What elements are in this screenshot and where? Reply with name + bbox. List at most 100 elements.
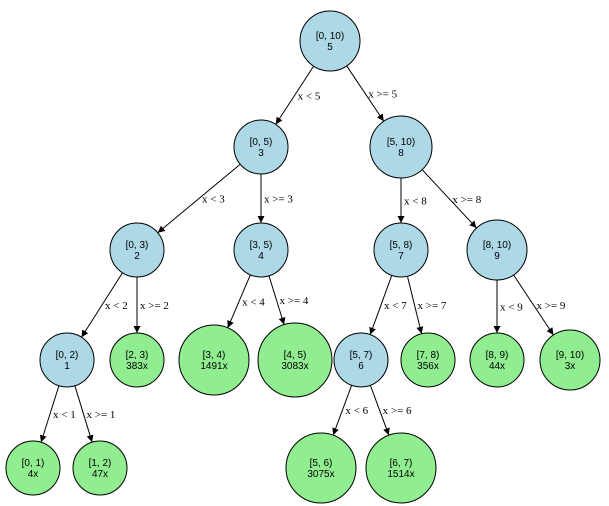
edge-n0-3-to-n2-3: x >= 2: [133, 277, 169, 333]
edge-arrow: [406, 276, 424, 334]
node-split-value: 5: [327, 42, 333, 53]
edge-condition-label: x >= 2: [140, 300, 169, 312]
split-circle: [466, 219, 528, 281]
edge-n0-10-to-n0-5: x < 5: [275, 65, 321, 125]
split-node-n0-2: [0, 2)1: [39, 332, 95, 388]
edge-arrow: [513, 274, 554, 336]
nodes-layer: [0, 10)5[0, 5)3[5, 10)8[0, 3)2[3, 5)4[5,…: [5, 10, 601, 504]
leaf-node-n0-1: [0, 1)4x: [5, 440, 61, 496]
edge-n0-5-to-n0-3: x < 3: [157, 163, 241, 234]
leaf-node-n8-9: [8, 9)44x: [469, 332, 525, 388]
split-circle: [333, 332, 389, 388]
edge-condition-label: x < 7: [384, 300, 407, 312]
split-node-n0-5: [0, 5)3: [233, 119, 289, 175]
split-circle: [299, 10, 361, 72]
edge-condition-label: x < 8: [404, 196, 427, 208]
leaf-node-n6-7: [6, 7)1514x: [365, 432, 437, 504]
edge-n0-2-to-n1-2: x >= 1: [74, 385, 116, 443]
node-interval-label: [1, 2): [89, 458, 112, 469]
leaf-node-n9-10: [9, 10)3x: [539, 329, 601, 391]
leaf-node-n2-3: [2, 3)383x: [109, 332, 165, 388]
edge-arrow: [421, 169, 477, 229]
edge-condition-label: x < 9: [500, 302, 523, 314]
node-count-label: 383x: [126, 361, 148, 372]
leaf-circle: [178, 324, 250, 396]
edge-condition-label: x < 4: [242, 296, 265, 308]
edge-arrow: [346, 65, 385, 122]
split-circle: [109, 222, 165, 278]
edge-condition-label: x < 3: [202, 194, 225, 206]
edge-n0-2-to-n0-1: x < 1: [39, 385, 76, 443]
node-count-label: 44x: [489, 361, 505, 372]
node-count-label: 3x: [565, 361, 576, 372]
split-circle: [369, 115, 433, 179]
edge-n5-7-to-n5-6: x < 6: [332, 385, 369, 436]
edge-n5-8-to-n5-7: x < 7: [369, 275, 407, 335]
node-split-value: 3: [258, 148, 264, 159]
edge-n0-5-to-n3-5: x >= 3: [257, 174, 293, 223]
edge-n5-7-to-n6-7: x >= 6: [369, 385, 412, 436]
split-circle: [373, 222, 429, 278]
edge-n3-5-to-n4-5: x >= 4: [268, 275, 309, 325]
node-interval-label: [0, 2): [56, 350, 79, 361]
node-split-value: 7: [398, 251, 404, 262]
node-interval-label: [0, 5): [250, 137, 273, 148]
edge-condition-label: x >= 7: [418, 300, 447, 312]
leaf-circle: [400, 332, 456, 388]
leaf-circle: [469, 332, 525, 388]
edge-arrow: [369, 275, 393, 335]
node-interval-label: [0, 10): [316, 31, 344, 42]
node-interval-label: [5, 7): [350, 350, 373, 361]
split-node-n0-10: [0, 10)5: [299, 10, 361, 72]
leaf-node-n5-6: [5, 6)3075x: [285, 432, 357, 504]
edge-arrow: [227, 274, 251, 329]
node-interval-label: [0, 1): [22, 458, 45, 469]
edge-arrow: [39, 385, 60, 443]
node-split-value: 2: [134, 251, 140, 262]
split-node-n5-10: [5, 10)8: [369, 115, 433, 179]
node-split-value: 1: [64, 361, 70, 372]
node-count-label: 4x: [28, 469, 39, 480]
edge-arrow: [332, 385, 353, 436]
edge-n5-10-to-n5-8: x < 8: [397, 178, 427, 223]
edge-condition-label: x < 1: [53, 409, 76, 421]
node-count-label: 3075x: [307, 469, 334, 480]
edge-arrow: [81, 272, 123, 338]
split-node-n0-3: [0, 3)2: [109, 222, 165, 278]
node-split-value: 6: [358, 361, 364, 372]
leaf-circle: [109, 332, 165, 388]
node-interval-label: [4, 5): [284, 350, 307, 361]
edge-condition-label: x >= 6: [383, 405, 412, 417]
node-interval-label: [6, 7): [390, 458, 413, 469]
edge-arrow: [74, 385, 94, 443]
leaf-node-n4-5: [4, 5)3083x: [257, 322, 333, 398]
edge-condition-label: x >= 5: [368, 89, 397, 101]
node-count-label: 1491x: [200, 361, 227, 372]
leaf-circle: [5, 440, 61, 496]
edge-n3-5-to-n3-4: x < 4: [227, 274, 265, 329]
leaf-circle: [365, 432, 437, 504]
node-count-label: 3083x: [281, 361, 308, 372]
edge-n8-10-to-n9-10: x >= 9: [513, 274, 566, 336]
node-interval-label: [3, 5): [250, 240, 273, 251]
leaf-circle: [285, 432, 357, 504]
edge-condition-label: x < 2: [105, 300, 128, 312]
leaf-circle: [539, 329, 601, 391]
node-count-label: 356x: [417, 361, 439, 372]
node-count-label: 1514x: [387, 469, 414, 480]
split-node-n5-8: [5, 8)7: [373, 222, 429, 278]
split-circle: [233, 119, 289, 175]
node-interval-label: [9, 10): [556, 350, 584, 361]
edge-condition-label: x >= 4: [280, 295, 309, 307]
edge-n8-10-to-n8-9: x < 9: [493, 280, 523, 333]
leaf-node-n3-4: [3, 4)1491x: [178, 324, 250, 396]
edge-arrow: [268, 275, 286, 325]
node-split-value: 4: [258, 251, 264, 262]
edge-arrow: [369, 385, 390, 436]
edge-n0-3-to-n0-2: x < 2: [81, 272, 128, 338]
node-interval-label: [2, 3): [126, 350, 149, 361]
edge-n5-10-to-n8-10: x >= 8: [421, 169, 482, 229]
node-interval-label: [8, 9): [486, 350, 509, 361]
edge-condition-label: x >= 1: [87, 409, 116, 421]
